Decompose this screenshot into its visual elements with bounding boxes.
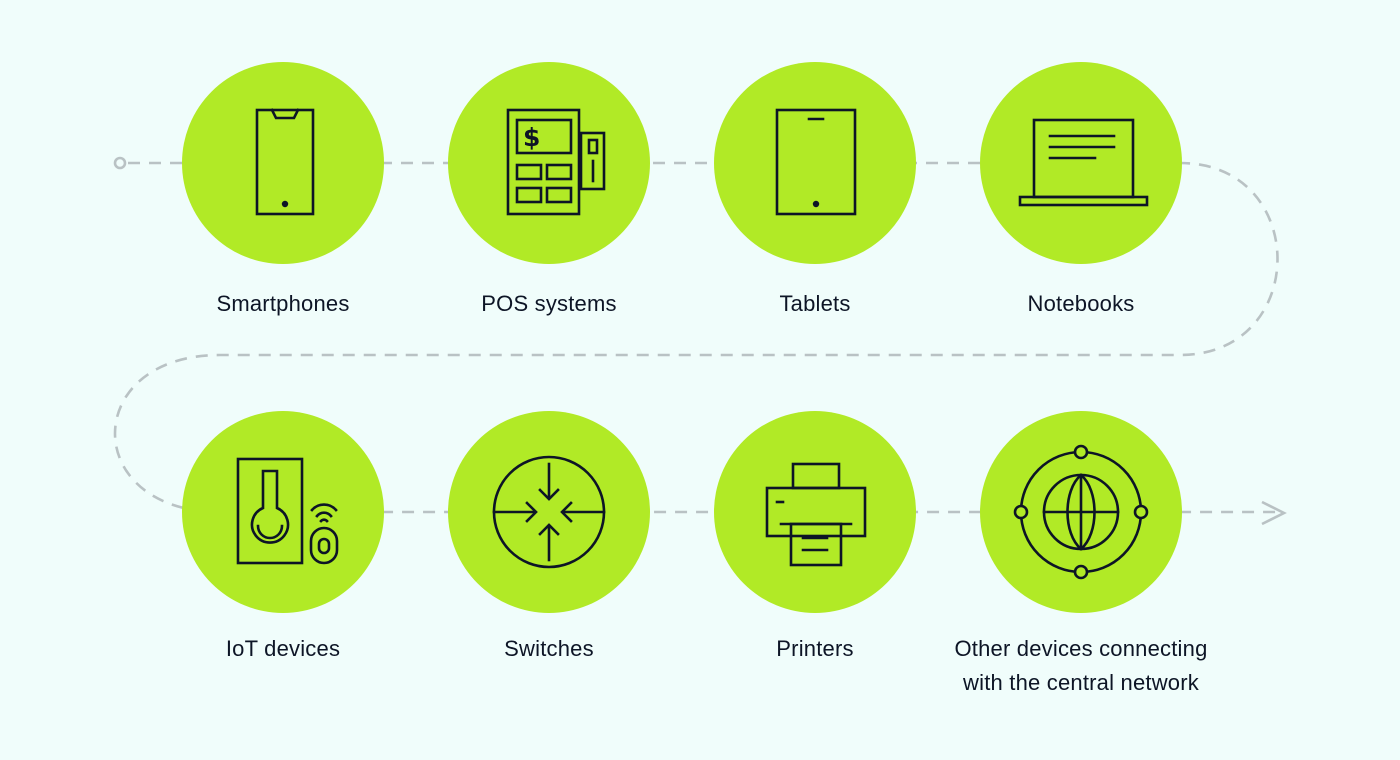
smartphone-icon	[255, 108, 315, 216]
label-switches: Switches	[504, 636, 594, 661]
node-other-devices	[980, 411, 1182, 613]
label-printers: Printers	[776, 636, 854, 661]
node-tablets	[714, 62, 916, 264]
pos-terminal-icon: $	[506, 108, 606, 216]
path-end-arrow-icon	[1261, 500, 1287, 526]
label-iot-devices: IoT devices	[225, 636, 341, 661]
label-other-devices-line-1: Other devices connecting	[954, 636, 1208, 661]
node-switches	[448, 411, 650, 613]
label-notebooks: Notebooks	[1027, 291, 1135, 316]
label-other-devices: Other devices connecting with the centra…	[921, 632, 1241, 700]
svg-text:$: $	[523, 123, 540, 152]
globe-network-icon	[1013, 444, 1149, 580]
iot-thermometer-icon	[236, 457, 339, 565]
label-pos-systems: POS systems	[481, 291, 617, 316]
laptop-icon	[1018, 118, 1149, 207]
tablet-icon	[775, 108, 857, 216]
network-switch-icon	[492, 455, 606, 569]
printer-icon	[765, 462, 867, 567]
node-iot-devices	[182, 411, 384, 613]
node-pos-systems: $	[448, 62, 650, 264]
node-notebooks	[980, 62, 1182, 264]
label-smartphones: Smartphones	[216, 291, 350, 316]
node-printers	[714, 411, 916, 613]
label-other-devices-line-2: with the central network	[963, 670, 1199, 695]
label-tablets: Tablets	[779, 291, 851, 316]
node-smartphones	[182, 62, 384, 264]
path-start-dot	[113, 156, 127, 170]
